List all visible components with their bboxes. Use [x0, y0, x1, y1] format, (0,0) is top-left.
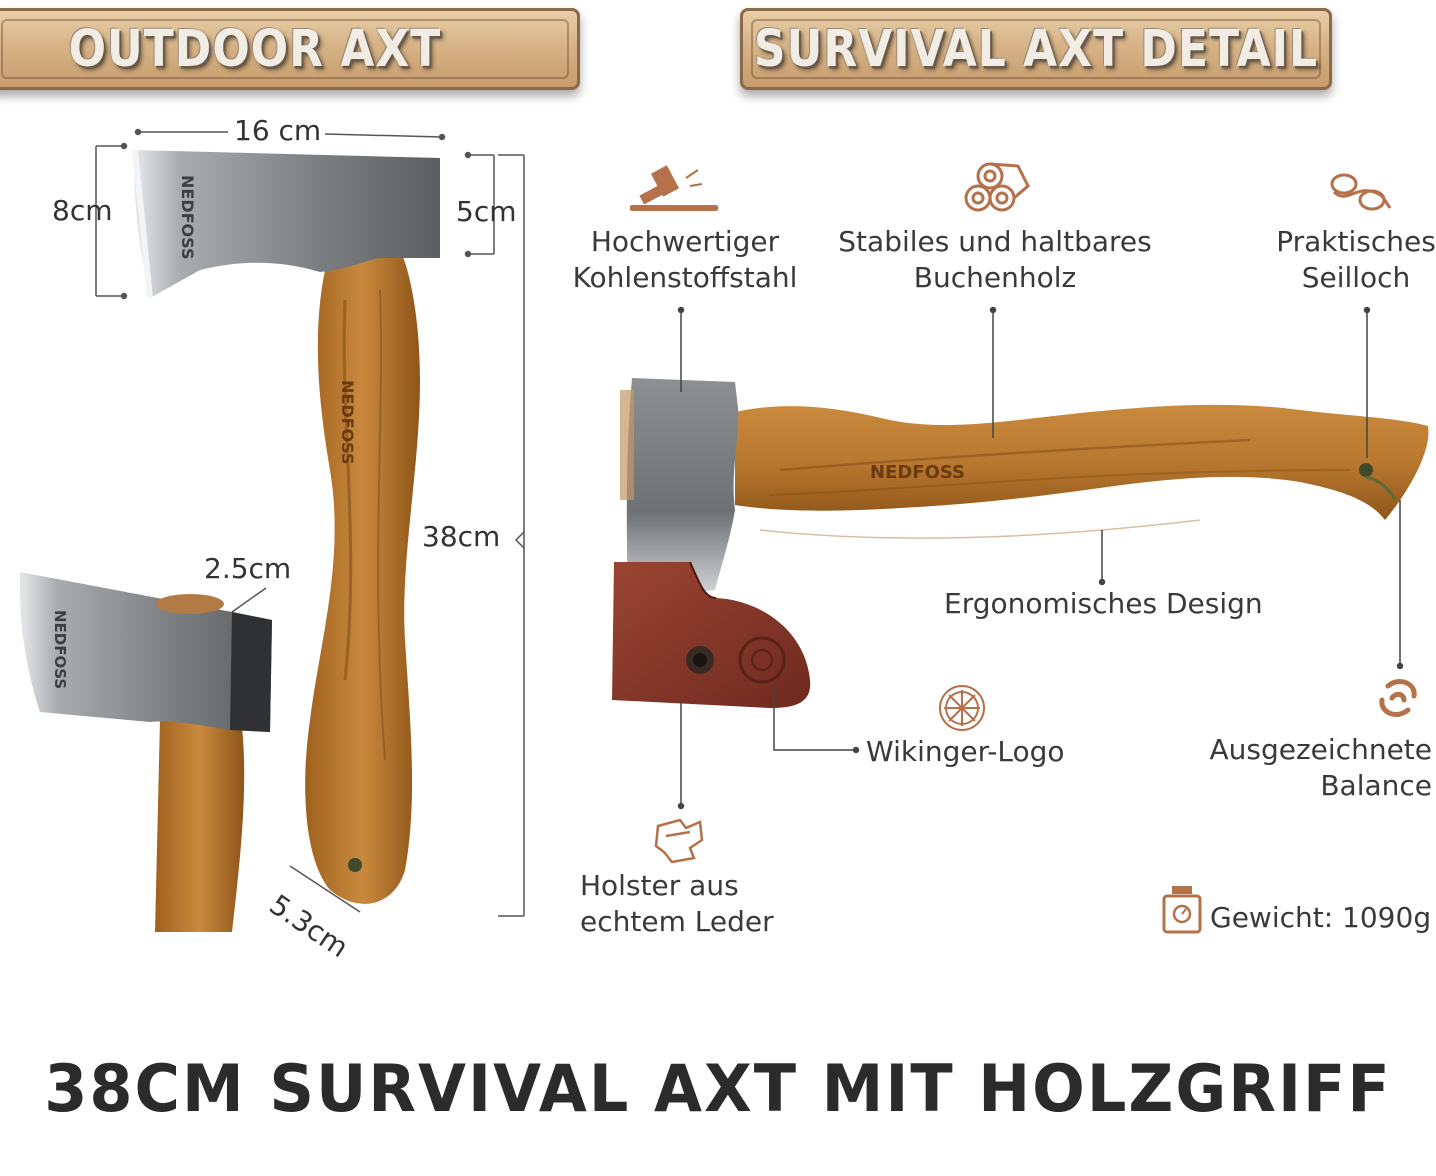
right-axe: NEDFOSS: [612, 378, 1429, 708]
feature-wood-line2: Buchenholz: [913, 261, 1077, 294]
left-axe: NEDFOSS NEDFOSS: [132, 149, 440, 904]
feature-balance-line1: Ausgezeichnete: [1209, 733, 1432, 766]
dimension-lines: [95, 128, 525, 917]
small-axe: NEDFOSS: [19, 572, 272, 932]
handle-brand: NEDFOSS: [338, 380, 357, 464]
feature-wood: Stabiles und haltbares Buchenholz: [830, 224, 1160, 296]
dim-thickness: 2.5cm: [204, 552, 292, 585]
leather-icon: [654, 818, 704, 864]
feature-holster-line1: Holster aus: [580, 869, 739, 902]
main-title: 38CM SURVIVAL AXT MIT HOLZGRIFF: [44, 1050, 1392, 1127]
viking-compass-icon: [939, 685, 985, 731]
balance-swirl-icon: [1379, 679, 1417, 717]
feature-hole: Praktisches Seilloch: [1268, 224, 1436, 296]
left-axe-handle: [305, 250, 420, 904]
feature-design: Ergonomisches Design: [944, 587, 1263, 620]
right-handle-brand: NEDFOSS: [870, 462, 965, 483]
leather-holster: [612, 562, 811, 708]
small-axe-handle: [155, 710, 245, 932]
banner-survival-text: SURVIVAL AXT DETAIL: [753, 19, 1319, 79]
left-axe-head: [134, 150, 440, 298]
feature-wood-line1: Stabiles und haltbares: [838, 225, 1152, 258]
banner-outdoor: OUTDOOR AXT: [0, 8, 580, 90]
rope-icon: [1330, 173, 1392, 211]
right-axe-handle: [735, 404, 1429, 520]
scale-icon: [1162, 886, 1202, 934]
hammer-icon: [630, 165, 718, 211]
dim-poll: 5cm: [456, 195, 517, 228]
feature-balance-line2: Balance: [1320, 769, 1432, 802]
feature-weight: Gewicht: 1090g: [1210, 901, 1432, 934]
feature-logo: Wikinger-Logo: [866, 735, 1065, 768]
leader-lines: [677, 306, 1404, 810]
banner-outdoor-text: OUTDOOR AXT: [68, 19, 442, 79]
left-axe-brand: NEDFOSS: [178, 175, 197, 259]
feature-holster-line2: echtem Leder: [580, 905, 774, 938]
feature-steel: Hochwertiger Kohlenstoffstahl: [560, 224, 810, 296]
feature-hole-line1: Praktisches: [1276, 225, 1436, 258]
logs-icon: [964, 162, 1030, 212]
feature-balance: Ausgezeichnete Balance: [1170, 732, 1432, 804]
dim-length: 38cm: [422, 520, 501, 553]
right-axe-head: [626, 378, 739, 600]
feature-holster: Holster aus echtem Leder: [580, 868, 774, 940]
feature-steel-line2: Kohlenstoffstahl: [572, 261, 798, 294]
feature-hole-line2: Seilloch: [1301, 261, 1411, 294]
banner-survival: SURVIVAL AXT DETAIL: [740, 8, 1332, 90]
banner-frame: [1, 19, 569, 79]
banner-frame: [751, 19, 1321, 79]
feature-steel-line1: Hochwertiger: [590, 225, 780, 258]
small-axe-brand: NEDFOSS: [51, 610, 69, 689]
dim-height: 8cm: [52, 194, 113, 227]
dim-width: 16 cm: [234, 114, 322, 147]
